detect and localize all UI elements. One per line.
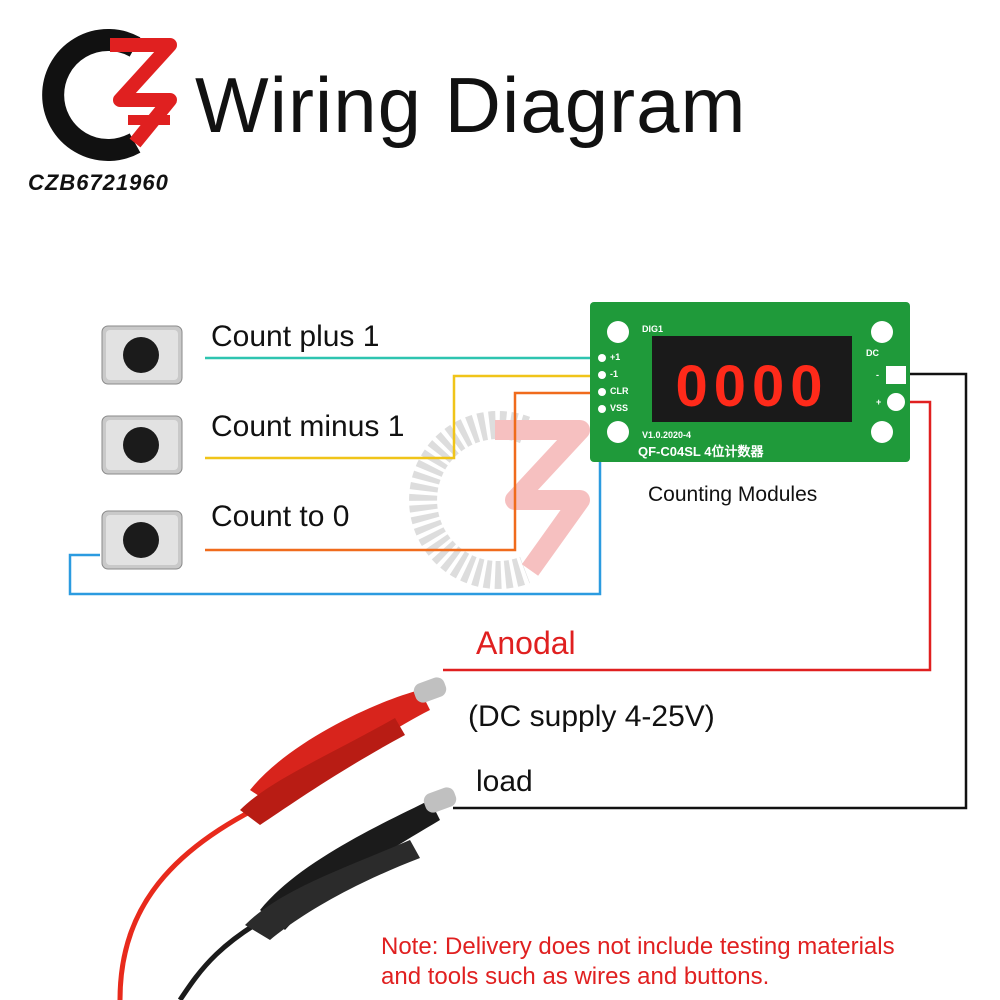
- note-line-1: Note: Delivery does not include testing …: [381, 933, 895, 960]
- push-button-minus: [101, 415, 183, 475]
- wire-anodal: [443, 400, 932, 672]
- push-button-plus: [101, 325, 183, 385]
- wire-count-minus: [205, 374, 600, 460]
- wire-vss: [68, 410, 602, 596]
- power-pin-minus: -: [876, 370, 879, 380]
- brand-code: CZB6721960: [28, 170, 169, 195]
- power-pin-plus: +: [876, 397, 881, 407]
- module-version: V1.0.2020-4: [642, 430, 691, 440]
- red-clip: [240, 677, 447, 825]
- pin-header: [598, 354, 606, 413]
- label-load: load: [476, 765, 533, 798]
- page-title: Wiring Diagram: [195, 61, 747, 149]
- delivery-note: Note: Delivery does not include testing …: [381, 932, 996, 992]
- display-digits: 0000: [675, 354, 828, 419]
- label-count-plus: Count plus 1: [211, 320, 380, 353]
- label-voltage: (DC supply 4-25V): [468, 700, 715, 733]
- pin-vss: VSS: [610, 403, 628, 413]
- wire-count-clear: [205, 391, 600, 552]
- pin-clr: CLR: [610, 386, 629, 396]
- wire-load: [453, 372, 968, 810]
- label-count-minus: Count minus 1: [211, 410, 405, 443]
- label-count-clear: Count to 0: [211, 500, 350, 533]
- push-button-clear: [101, 510, 183, 570]
- counting-module: DIG1 0000 +1 -1 CLR VSS DC - + V1.0.2020…: [590, 302, 910, 462]
- pin-plus1: +1: [610, 352, 620, 362]
- red-cable: [117, 787, 296, 1000]
- black-clip: [245, 787, 457, 940]
- power-label: DC: [866, 348, 879, 358]
- alligator-clips: [117, 677, 457, 1000]
- seven-segment-display: [652, 336, 852, 422]
- pin-minus1: -1: [610, 369, 618, 379]
- module-caption: Counting Modules: [648, 483, 818, 506]
- silk-dig1: DIG1: [642, 324, 663, 334]
- note-line-2: and tools such as wires and buttons.: [381, 963, 770, 990]
- brand-logo: [42, 29, 177, 161]
- label-anodal: Anodal: [476, 625, 576, 661]
- module-model: QF-C04SL 4位计数器: [638, 444, 764, 459]
